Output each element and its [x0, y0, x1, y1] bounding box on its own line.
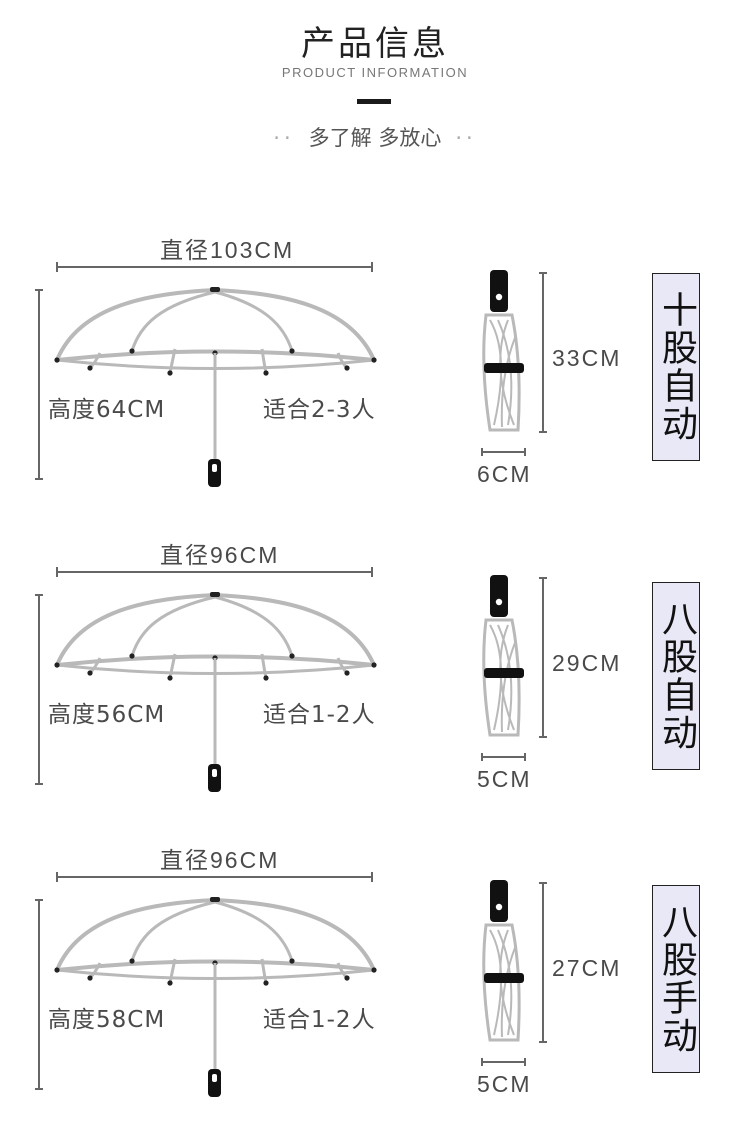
canopy-rib — [130, 595, 216, 657]
rib-tip — [371, 967, 377, 973]
height-label: 高度64CM — [48, 397, 166, 423]
title-divider — [357, 99, 391, 104]
open-umbrella-illustration — [35, 262, 377, 487]
open-umbrella-illustration — [35, 567, 377, 792]
rib-tip — [263, 980, 269, 986]
rib-tip — [129, 958, 135, 964]
rib-tip — [371, 357, 377, 363]
folded-umbrella-illustration — [481, 880, 547, 1066]
canopy-rib — [214, 290, 294, 352]
height-label: 高度56CM — [48, 702, 166, 728]
folded-handle — [490, 880, 508, 922]
rib-tip — [129, 348, 135, 354]
rib-tip — [344, 365, 350, 371]
tagline-dots-left: ·· — [273, 126, 295, 150]
folded-fold-line — [500, 639, 517, 733]
rib-tip — [289, 653, 295, 659]
folded-length-label: 27CM — [552, 955, 622, 981]
page-title: 产品信息 — [301, 24, 449, 64]
folded-width-label: 5CM — [477, 1071, 532, 1097]
rib-tip — [54, 357, 60, 363]
umbrella-top-cap — [210, 897, 220, 902]
folded-handle — [490, 270, 508, 312]
rib-type-box: 十股自动 — [652, 273, 700, 461]
rib-type-text: 八股手动 — [656, 903, 697, 1055]
product-row-1: 直径103CM 高度64CM 适合2-3人 33CM 6CM 十股自动 — [0, 225, 750, 525]
umbrella-handle — [208, 1069, 221, 1097]
rib-type-box: 八股手动 — [652, 885, 700, 1073]
folded-handle — [490, 575, 508, 617]
folded-strap — [484, 363, 524, 373]
rib-tip — [263, 370, 269, 376]
rib-type-text: 十股自动 — [656, 291, 697, 443]
rib-tip — [371, 662, 377, 668]
capacity-label: 适合1-2人 — [263, 1007, 376, 1033]
folded-fold-line — [500, 334, 517, 428]
folded-handle-button — [495, 293, 503, 301]
umbrella-top-cap — [210, 287, 220, 292]
rib-tip — [129, 653, 135, 659]
rib-tip — [289, 348, 295, 354]
rib-tip — [344, 975, 350, 981]
canopy-rib — [214, 595, 294, 657]
tagline-text: 多了解 多放心 — [308, 126, 442, 150]
handle-button — [212, 1074, 217, 1082]
umbrella-top-cap — [210, 592, 220, 597]
umbrella-handle — [208, 764, 221, 792]
page-subtitle: PRODUCT INFORMATION — [281, 65, 469, 80]
rib-tip — [167, 675, 173, 681]
diameter-label: 直径103CM — [160, 237, 295, 263]
rib-tip — [167, 370, 173, 376]
rib-tip — [344, 670, 350, 676]
rib-tip — [167, 980, 173, 986]
rib-tip — [87, 365, 93, 371]
folded-fold-line — [500, 944, 517, 1038]
height-label: 高度58CM — [48, 1007, 166, 1033]
folded-strap — [484, 973, 524, 983]
folded-length-label: 29CM — [552, 650, 622, 676]
rib-tip — [54, 967, 60, 973]
diameter-label: 直径96CM — [160, 542, 280, 568]
folded-width-label: 5CM — [477, 766, 532, 792]
folded-handle-button — [495, 598, 503, 606]
rib-tip — [87, 670, 93, 676]
folded-length-label: 33CM — [552, 345, 622, 371]
canopy-rib — [214, 900, 294, 962]
capacity-label: 适合2-3人 — [263, 397, 376, 423]
canopy-rib — [130, 290, 216, 352]
tagline: ·· 多了解 多放心 ·· — [0, 122, 750, 152]
umbrella-handle — [208, 459, 221, 487]
rib-tip — [87, 975, 93, 981]
tagline-dots-right: ·· — [455, 126, 477, 150]
rib-type-text: 八股自动 — [656, 600, 697, 752]
product-row-2: 直径96CM 高度56CM 适合1-2人 29CM 5CM 八股自动 — [0, 530, 750, 830]
rib-type-box: 八股自动 — [652, 582, 700, 770]
handle-button — [212, 464, 217, 472]
diameter-label: 直径96CM — [160, 847, 280, 873]
folded-strap — [484, 668, 524, 678]
folded-umbrella-illustration — [481, 575, 547, 761]
rib-tip — [54, 662, 60, 668]
capacity-label: 适合1-2人 — [263, 702, 376, 728]
rib-tip — [263, 675, 269, 681]
folded-umbrella-illustration — [481, 270, 547, 456]
product-row-3: 直径96CM 高度58CM 适合1-2人 27CM 5CM 八股手动 — [0, 835, 750, 1135]
handle-button — [212, 769, 217, 777]
rib-tip — [289, 958, 295, 964]
open-umbrella-illustration — [35, 872, 377, 1097]
folded-width-label: 6CM — [477, 461, 532, 487]
canopy-rib — [130, 900, 216, 962]
folded-handle-button — [495, 903, 503, 911]
